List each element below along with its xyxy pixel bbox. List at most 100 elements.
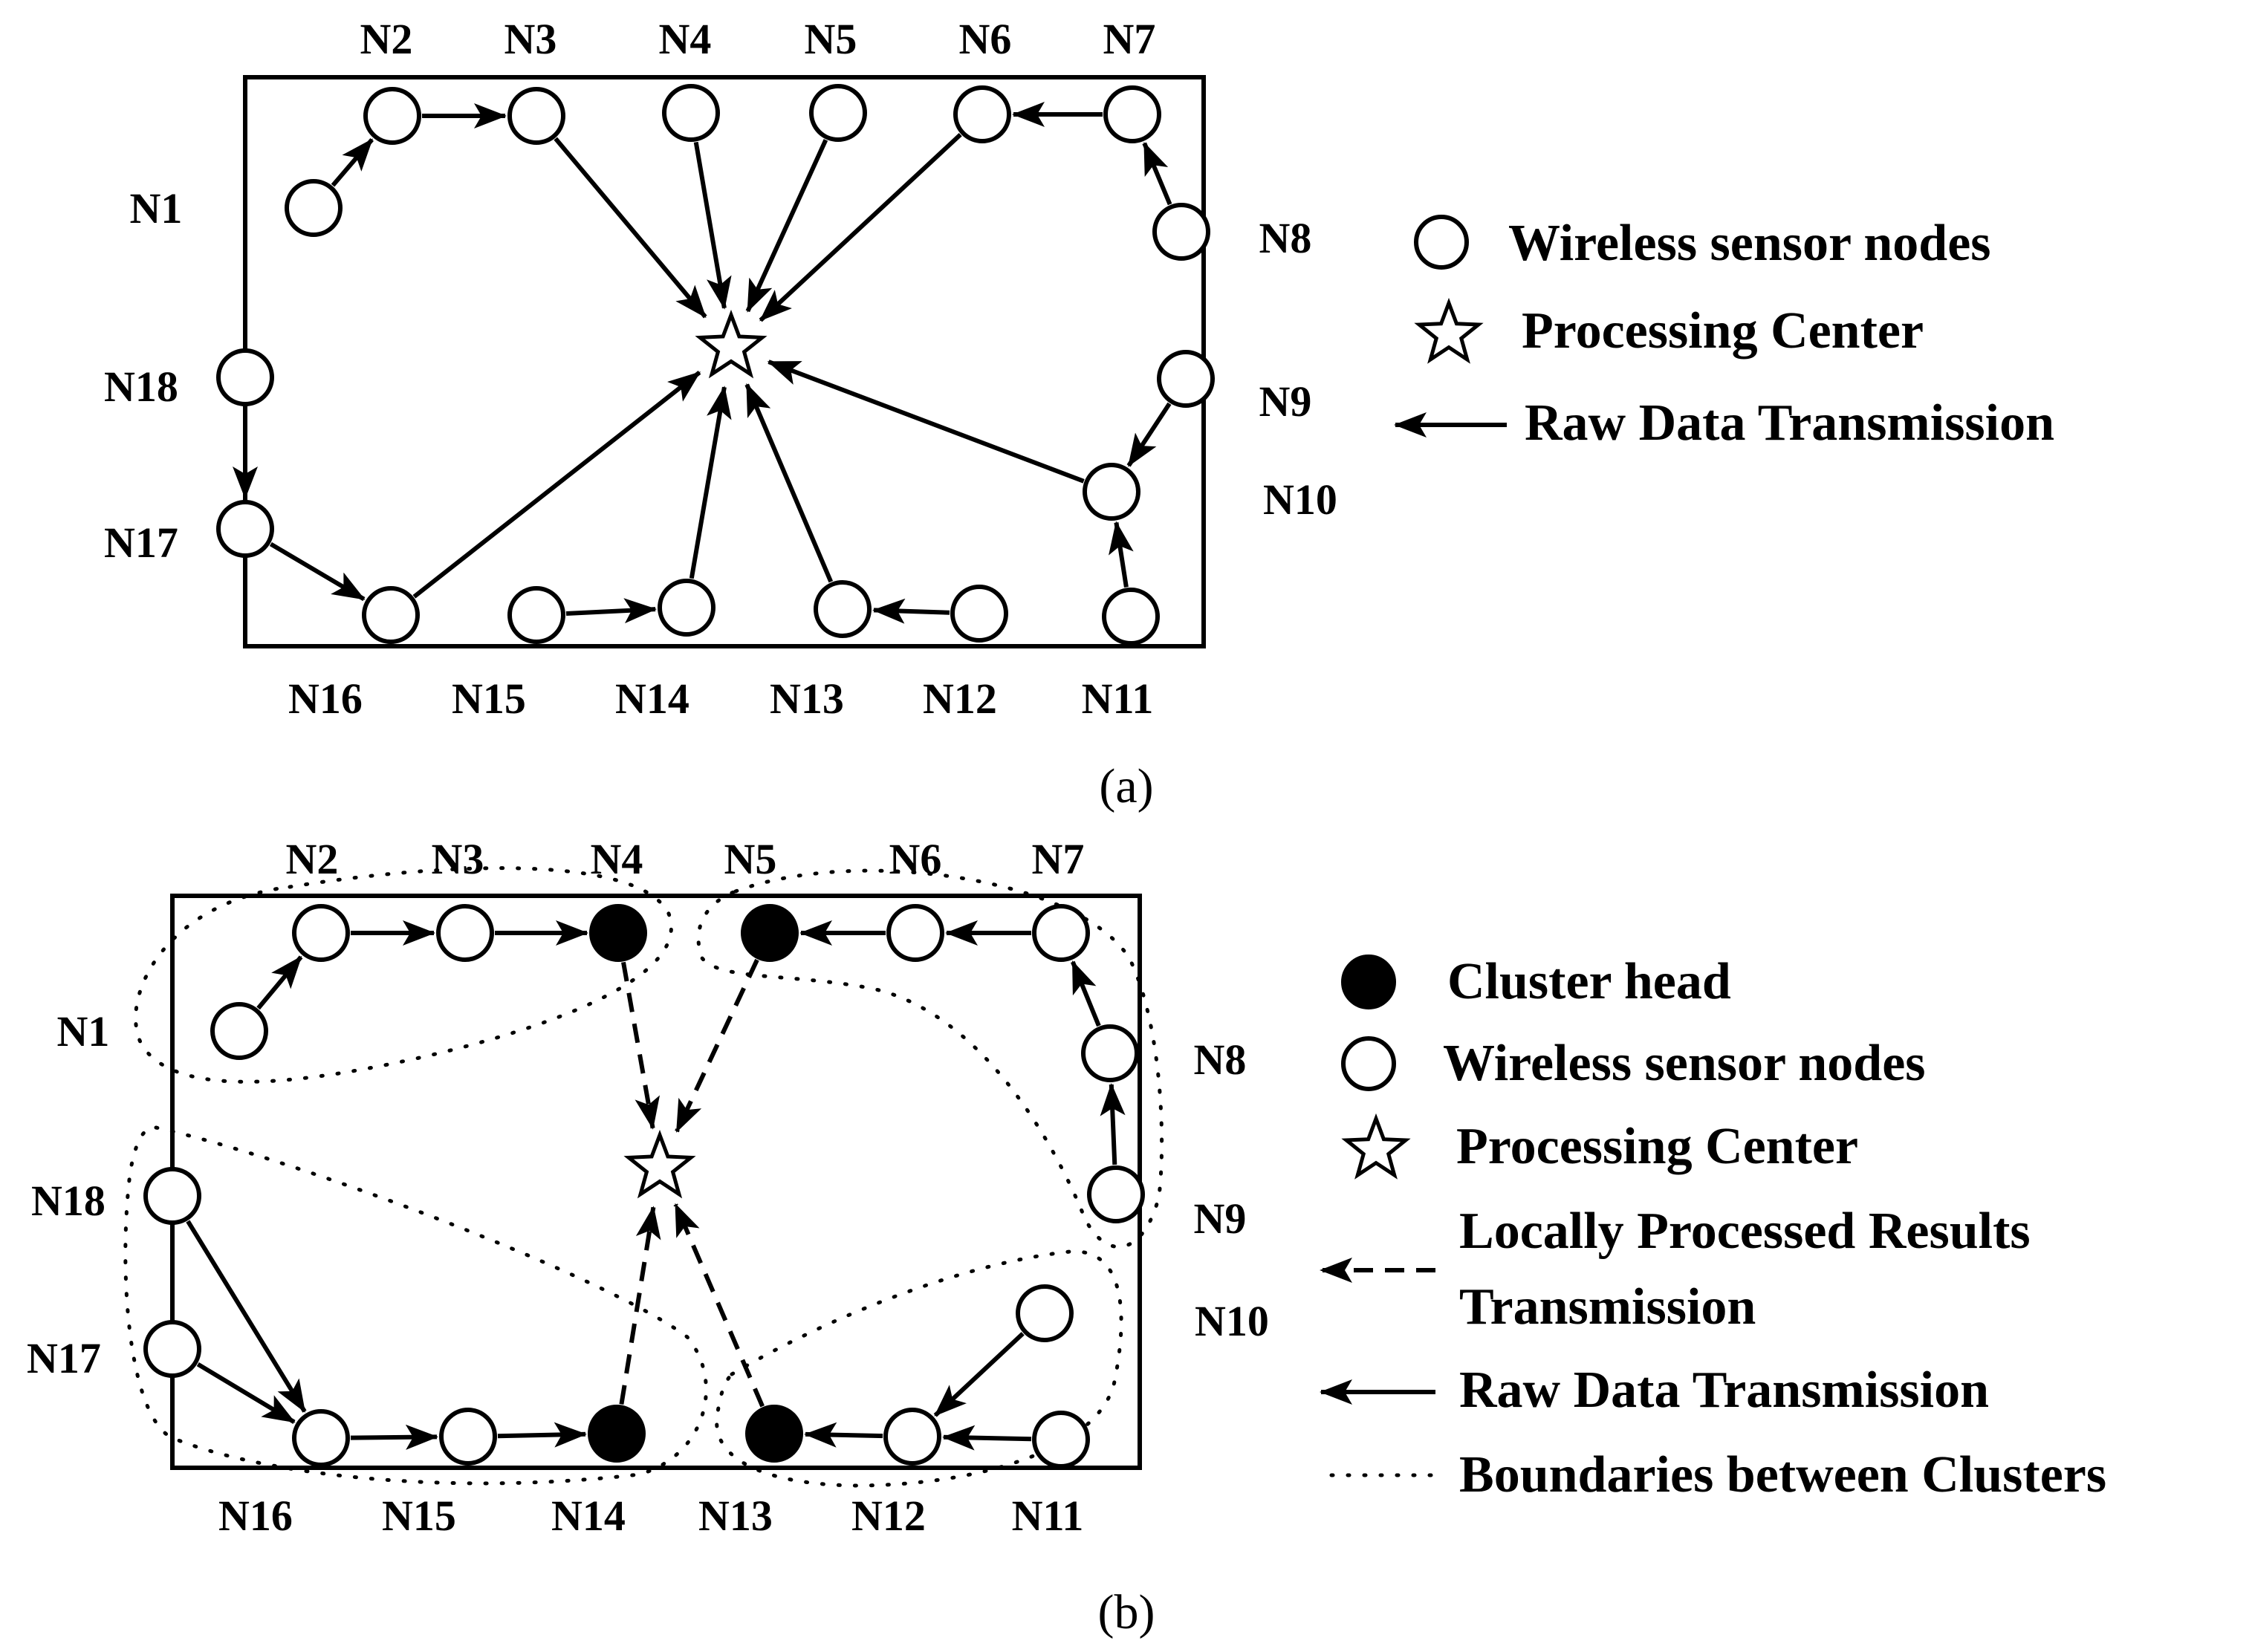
legend-a-center-label: Processing Center xyxy=(1522,302,1924,360)
b-label-n10: N10 xyxy=(1195,1297,1269,1345)
b-node-n11 xyxy=(1032,1411,1090,1469)
legend-b-head-label: Cluster head xyxy=(1447,953,1731,1010)
b-node-n10 xyxy=(1016,1284,1074,1342)
b-label-n6: N6 xyxy=(889,835,942,883)
b-label-n7: N7 xyxy=(1032,835,1085,883)
legend-b-local-label-1: Locally Processed Results xyxy=(1459,1203,2031,1260)
b-node-n3 xyxy=(436,904,494,962)
legend-b-sensor-label: Wireless sensor nodes xyxy=(1443,1035,1926,1092)
b-label-n1: N1 xyxy=(57,1007,110,1056)
a-label-n3: N3 xyxy=(504,15,557,63)
b-label-n13: N13 xyxy=(698,1492,773,1540)
a-edge-n10-to-center xyxy=(767,360,1085,484)
b-edge-n4-to-center xyxy=(621,961,661,1130)
a-node-n18 xyxy=(216,348,274,406)
legend-a-sensor-label: Wireless sensor nodes xyxy=(1508,215,1991,272)
b-node-n13-cluster-head xyxy=(745,1405,803,1463)
b-node-n17 xyxy=(143,1320,201,1378)
a-node-n15 xyxy=(507,586,565,644)
a-label-n17: N17 xyxy=(104,518,178,567)
legend-a-raw-label: Raw Data Transmission xyxy=(1525,394,2054,452)
a-label-n1: N1 xyxy=(130,184,183,232)
a-label-n14: N14 xyxy=(615,674,689,723)
a-label-n13: N13 xyxy=(770,674,844,723)
a-label-n8: N8 xyxy=(1259,214,1312,262)
a-processing-center-star-icon xyxy=(695,309,768,379)
a-edge-n1-to-n2 xyxy=(331,137,374,187)
legend-b: Cluster head Wireless sensor nodes Proce… xyxy=(1320,953,2106,1503)
a-node-n6 xyxy=(953,85,1011,143)
a-label-n15: N15 xyxy=(452,674,526,723)
b-node-n6 xyxy=(886,904,944,962)
legend-b-center-label: Processing Center xyxy=(1456,1118,1858,1175)
b-edge-n18-to-n16 xyxy=(186,1220,307,1413)
b-node-n9 xyxy=(1087,1165,1145,1223)
a-node-n14 xyxy=(658,579,715,637)
legend-b-star-icon xyxy=(1341,1113,1411,1180)
b-edge-n1-to-n2 xyxy=(256,955,303,1010)
a-node-n2 xyxy=(363,87,421,145)
a-node-n16 xyxy=(362,586,420,644)
a-edge-n4-to-center xyxy=(693,141,732,310)
b-edge-n14-to-center xyxy=(619,1206,661,1405)
a-label-n2: N2 xyxy=(360,15,413,63)
a-label-n11: N11 xyxy=(1082,674,1154,723)
b-edge-n9-to-n8 xyxy=(1100,1083,1126,1165)
legend-a-sensor-icon xyxy=(1414,215,1469,270)
b-nodes xyxy=(143,904,1145,1469)
a-nodes xyxy=(216,84,1215,645)
legend-a: Wireless sensor nodes Processing Center … xyxy=(1394,215,2054,452)
a-edge-n12-to-n13 xyxy=(872,598,950,624)
cluster-boundary-top-left xyxy=(134,866,673,1084)
a-edge-n9-to-n10 xyxy=(1126,402,1172,467)
b-label-n3: N3 xyxy=(432,835,484,883)
b-node-n2 xyxy=(292,904,350,962)
b-label-n2: N2 xyxy=(286,835,339,883)
a-node-n5 xyxy=(809,84,867,142)
a-label-n6: N6 xyxy=(959,15,1012,63)
a-node-n10 xyxy=(1083,463,1140,521)
b-edge-n11-to-n12 xyxy=(942,1425,1032,1451)
b-edge-n12-to-n13 xyxy=(804,1422,883,1448)
a-label-n10: N10 xyxy=(1263,475,1337,524)
b-processing-center-star-icon xyxy=(623,1129,696,1199)
a-edge-n8-to-n7 xyxy=(1142,141,1172,206)
b-label-n16: N16 xyxy=(218,1492,293,1540)
b-node-n5-cluster-head xyxy=(741,904,799,962)
b-node-n16 xyxy=(292,1409,350,1467)
b-node-n18 xyxy=(143,1167,201,1225)
legend-b-boundary-label: Boundaries between Clusters xyxy=(1459,1446,2106,1503)
a-label-n16: N16 xyxy=(288,674,363,723)
a-node-n7 xyxy=(1103,85,1161,143)
a-node-n8 xyxy=(1152,203,1210,261)
a-node-n3 xyxy=(507,87,565,145)
cluster-boundary-bottom-left xyxy=(123,1125,708,1486)
legend-b-raw-label: Raw Data Transmission xyxy=(1459,1362,1989,1419)
b-label-n15: N15 xyxy=(382,1492,456,1540)
legend-b-local-label-2: Transmission xyxy=(1459,1278,1756,1336)
a-edge-n3-to-center xyxy=(554,137,707,319)
b-label-n14: N14 xyxy=(551,1492,626,1540)
a-label-n5: N5 xyxy=(805,15,857,63)
b-label-n9: N9 xyxy=(1194,1194,1247,1243)
legend-b-head-icon xyxy=(1341,955,1396,1009)
a-edge-n15-to-n14 xyxy=(565,598,658,624)
a-label-n12: N12 xyxy=(923,674,997,723)
b-label-n8: N8 xyxy=(1194,1035,1247,1084)
cluster-boundaries xyxy=(123,866,1164,1488)
b-label-n11: N11 xyxy=(1012,1492,1084,1540)
b-node-n14-cluster-head xyxy=(588,1405,646,1463)
b-label-n18: N18 xyxy=(31,1177,106,1225)
b-node-n4-cluster-head xyxy=(589,904,647,962)
a-edge-n16-to-center xyxy=(412,371,701,599)
b-node-n8 xyxy=(1081,1024,1139,1082)
b-label-n4: N4 xyxy=(591,835,643,883)
caption-b: (b) xyxy=(1098,1585,1155,1639)
b-node-n7 xyxy=(1032,904,1090,962)
a-label-n4: N4 xyxy=(659,15,712,63)
caption-a: (a) xyxy=(1099,759,1153,813)
b-edge-n10-to-n12 xyxy=(933,1332,1025,1417)
